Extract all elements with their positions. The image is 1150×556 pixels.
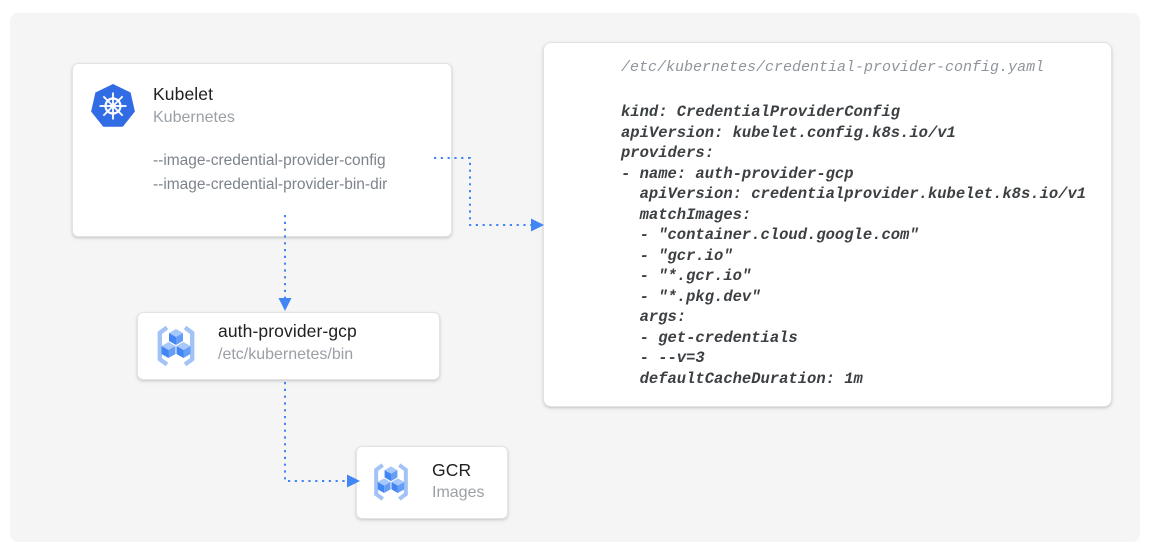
kubelet-flags: --image-credential-provider-config --ima… [153,149,387,197]
kubelet-subtitle: Kubernetes [153,109,235,126]
code-line: - name: auth-provider-gcp [621,164,854,183]
node-kubelet: Kubelet Kubernetes --image-credential-pr… [72,63,452,237]
code-line: kind: CredentialProviderConfig [621,103,901,121]
code-line: args: [621,308,687,326]
code-line: matchImages: [621,205,752,224]
auth-provider-title: auth-provider-gcp [218,321,357,341]
gcr-subtitle: Images [432,484,485,501]
gcr-icon [369,460,413,504]
code-line: - --v=3 [621,349,705,367]
code-line: providers: [621,144,715,162]
node-gcr: GCR Images [356,446,508,519]
auth-provider-subtitle: /etc/kubernetes/bin [218,346,354,363]
kubelet-title: Kubelet [153,84,214,104]
kubernetes-icon [89,83,137,131]
gcr-title: GCR [432,460,472,480]
config-file-path: /etc/kubernetes/credential-provider-conf… [621,59,1045,76]
code-line: - "*.pkg.dev" [621,287,761,306]
yaml-code: kind: CredentialProviderConfig apiVersio… [621,102,1086,389]
code-line: - "gcr.io" [621,246,733,265]
code-line: apiVersion: credentialprovider.kubelet.k… [621,185,1087,203]
code-line: - "*.gcr.io" [621,267,752,285]
node-auth-provider-gcp: auth-provider-gcp /etc/kubernetes/bin [137,312,440,380]
kubelet-flag-bin-dir: --image-credential-provider-bin-dir [153,176,388,193]
yaml-config-panel: /etc/kubernetes/credential-provider-conf… [543,42,1112,407]
kubelet-flag-config: --image-credential-provider-config [153,152,386,169]
code-line: - "container.cloud.google.com" [621,226,919,244]
code-line: - get-credentials [621,328,798,347]
code-line: defaultCacheDuration: 1m [621,369,863,388]
gcr-icon [152,322,200,370]
code-line: apiVersion: kubelet.config.k8s.io/v1 [621,123,956,142]
